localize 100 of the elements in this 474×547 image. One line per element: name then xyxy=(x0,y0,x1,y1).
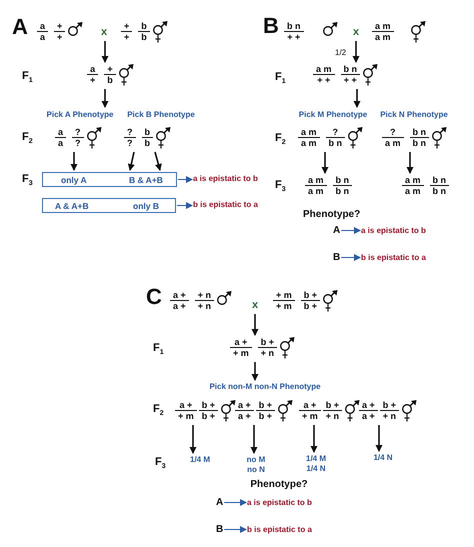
allele-label: + + xyxy=(316,75,332,85)
result-text: only B xyxy=(133,200,159,210)
cross-sign: x xyxy=(252,299,258,311)
arrow xyxy=(354,89,360,108)
arrow xyxy=(340,227,361,234)
allele-label: + n xyxy=(260,348,276,358)
selection-label: Pick B Phenotype xyxy=(127,110,195,119)
allele-label: + xyxy=(56,32,64,42)
panel-letter: B xyxy=(263,13,279,39)
allele-label: a m xyxy=(298,127,320,138)
allele-label: ? xyxy=(326,127,346,138)
generation-label: F$_{1}$ xyxy=(275,71,286,86)
arrow xyxy=(252,314,258,336)
conclusion-text: a is epistatic to b xyxy=(361,226,426,235)
allele-label: ? xyxy=(74,138,82,148)
allele-label: a m xyxy=(404,186,422,196)
allele-label: + + xyxy=(286,32,302,42)
allele-label: + xyxy=(104,64,116,75)
allele-label: b xyxy=(138,21,150,32)
phenotype-letter: A xyxy=(333,225,340,236)
arrow xyxy=(176,202,193,209)
allele-label: a + xyxy=(361,411,376,421)
generation-label: F$_{2}$ xyxy=(275,132,286,146)
result-box xyxy=(42,198,176,213)
arrow xyxy=(310,425,318,453)
allele-label: a m xyxy=(372,21,394,32)
result-text: A & A+B xyxy=(55,200,89,210)
allele-label: a + xyxy=(230,337,252,348)
conclusion-text: b is epistatic to a xyxy=(193,200,258,209)
allele-label: b n xyxy=(430,175,450,186)
allele-label: ? xyxy=(126,138,134,148)
allele-label: + xyxy=(121,21,132,32)
arrow xyxy=(250,425,258,454)
allele-label: + n xyxy=(196,301,212,311)
allele-label: a m xyxy=(374,32,392,42)
allele-label: b + xyxy=(302,301,318,311)
phenotype-letter: B xyxy=(216,524,224,535)
offspring-ratio: 1/4 M xyxy=(306,454,326,464)
edge-label: 1/2 xyxy=(334,48,348,57)
arrow xyxy=(190,425,196,454)
allele-label: a m xyxy=(300,138,318,148)
allele-label: a + xyxy=(299,400,321,411)
result-text: only A xyxy=(61,174,87,184)
conclusion-text: b is epistatic to a xyxy=(247,525,312,534)
allele-label: b n xyxy=(340,64,360,75)
arrow xyxy=(102,41,108,63)
allele-label: b + xyxy=(258,337,278,348)
allele-label: a m xyxy=(384,138,402,148)
allele-label: a m xyxy=(305,175,327,186)
allele-label: a + xyxy=(359,400,378,411)
allele-label: b + xyxy=(300,290,320,301)
panel-letter: A xyxy=(12,14,28,40)
allele-label: a xyxy=(87,64,98,75)
allele-label: b xyxy=(142,127,153,138)
allele-label: + xyxy=(54,21,66,32)
offspring-ratio: 1/4 N xyxy=(306,464,326,474)
allele-label: a xyxy=(55,127,66,138)
allele-label: b xyxy=(144,138,151,148)
allele-label: + m xyxy=(301,411,319,421)
question-text: Phenotype? xyxy=(303,209,360,220)
allele-label: + n xyxy=(194,290,214,301)
allele-label: + n xyxy=(324,411,340,421)
result-text: B & A+B xyxy=(129,174,163,184)
allele-label: b n xyxy=(332,175,352,186)
arrow xyxy=(102,89,108,108)
offspring-ratio: no N xyxy=(247,465,265,475)
selection-label: Pick N Phenotype xyxy=(380,110,448,119)
allele-label: + m xyxy=(275,301,293,311)
allele-label: b + xyxy=(198,400,218,411)
phenotype-letter: B xyxy=(333,252,340,263)
allele-label: + xyxy=(123,32,130,42)
selection-label: Pick non-M non-N Phenotype xyxy=(209,382,321,391)
selection-label: Pick M Phenotype xyxy=(298,110,368,119)
question-text: Phenotype? xyxy=(250,479,308,490)
arrow xyxy=(406,152,414,174)
allele-label: a + xyxy=(235,400,254,411)
arrow xyxy=(70,152,78,171)
generation-label: F$_{3}$ xyxy=(155,456,166,470)
allele-label: ? xyxy=(72,127,84,138)
selection-label: Pick A Phenotype xyxy=(46,110,114,119)
allele-label: ? xyxy=(382,127,404,138)
panel-letter: C xyxy=(146,284,162,310)
allele-label: a m xyxy=(307,186,325,196)
conclusion-text: b is epistatic to a xyxy=(361,253,426,262)
cross-sign: x xyxy=(352,26,360,38)
allele-label: b xyxy=(106,75,114,85)
generation-label: F$_{3}$ xyxy=(275,179,286,194)
allele-label: a + xyxy=(170,290,189,301)
allele-label: + m xyxy=(232,348,250,358)
allele-label: b n xyxy=(412,138,428,148)
conclusion-text: a is epistatic to b xyxy=(193,174,258,183)
allele-label: a xyxy=(39,32,46,42)
arrow xyxy=(128,152,135,171)
allele-label: ? xyxy=(124,127,136,138)
allele-label: a + xyxy=(237,411,252,421)
allele-label: a + xyxy=(175,400,197,411)
offspring-ratio: 1/4 N xyxy=(373,453,393,463)
allele-label: + + xyxy=(342,75,358,85)
allele-label: b n xyxy=(284,21,304,32)
allele-label: a + xyxy=(172,301,187,311)
